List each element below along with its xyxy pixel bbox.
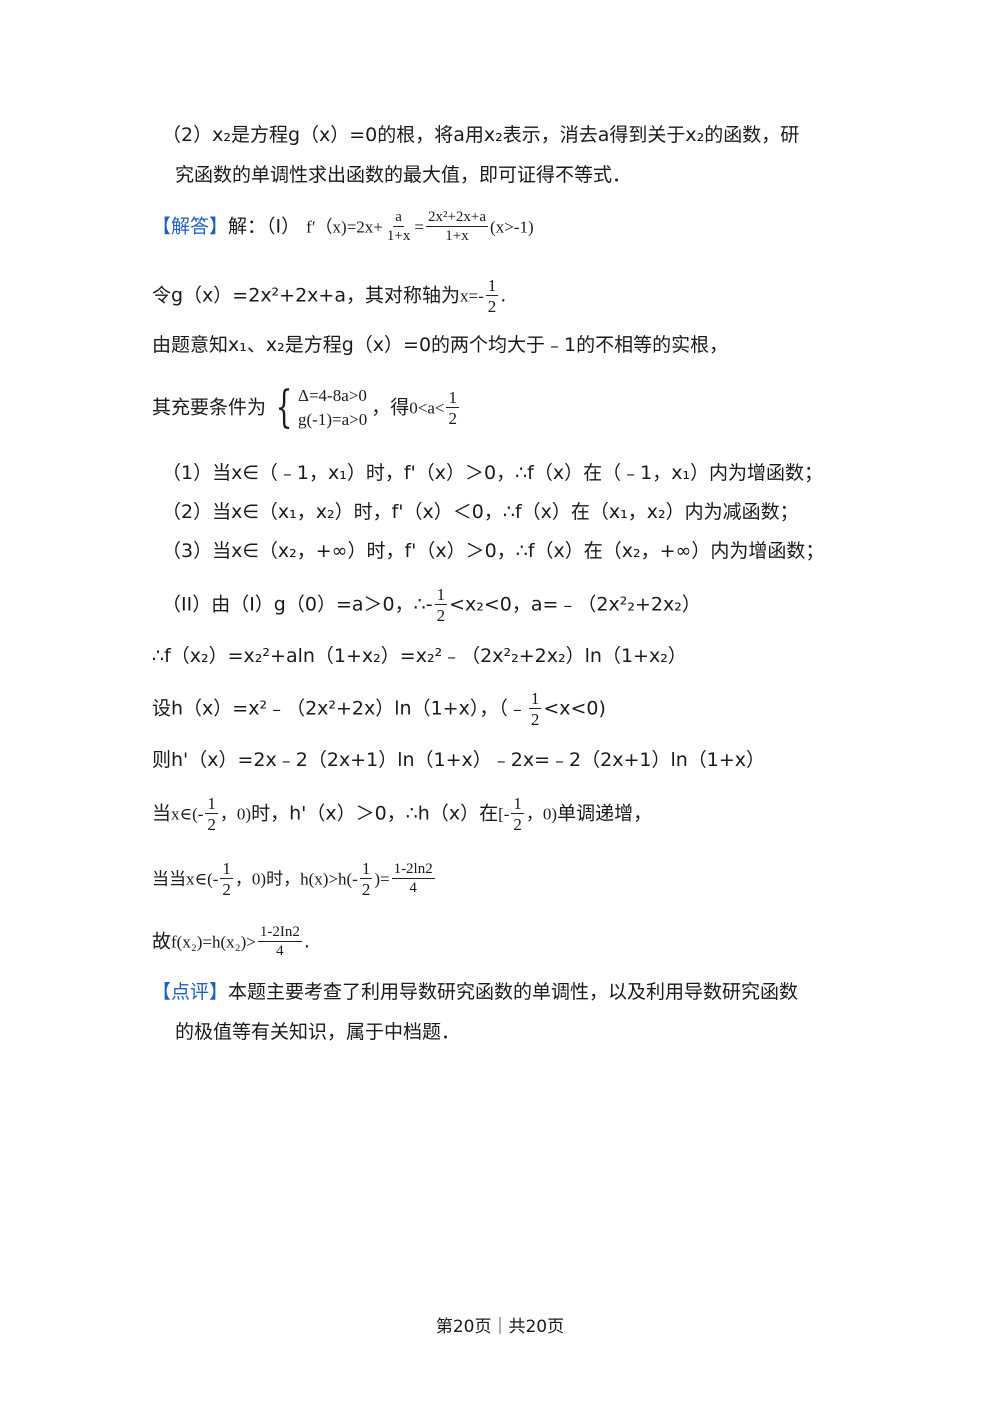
frac-num: 1 xyxy=(359,859,373,879)
period: . xyxy=(500,284,507,307)
minus: - xyxy=(425,593,433,616)
condition-2: g(-1)=a>0 xyxy=(298,410,368,429)
case-3: （3）当x∈（x₂，+∞）时，f'（x）＞0，∴f（x）在（x₂，+∞）内为增函… xyxy=(162,540,825,562)
roots-line: 由题意知x₁、x₂是方程g（x）=0的两个均大于﹣1的不相等的实根， xyxy=(152,334,729,356)
part-two-right: <x₂<0，a=﹣（2x²₂+2x₂） xyxy=(449,593,701,616)
text: 故 xyxy=(152,930,172,953)
get-text: ，得 xyxy=(371,396,410,419)
frac-den: 2 xyxy=(207,815,216,834)
frac-den: 2 xyxy=(448,409,457,428)
part-two-left: （II）由（I）g（0）=a＞0，∴ xyxy=(162,593,426,616)
analysis-line-2: 究函数的单调性求出函数的最大值，即可证得不等式． xyxy=(175,164,632,186)
domain: (x>-1) xyxy=(490,217,534,237)
frac-den: 2 xyxy=(487,297,497,316)
text: 当 xyxy=(152,869,169,889)
frac-den: 1+x xyxy=(445,228,469,244)
frac-num: 1 xyxy=(528,689,542,709)
case-2: （2）当x∈（x₁，x₂）时，f'（x）＜0，∴f（x）在（x₁，x₂）内为减函… xyxy=(162,501,799,523)
range-expr: 0<a< xyxy=(409,398,445,418)
condition-1: Δ=4-8a>0 xyxy=(298,386,367,405)
page-footer: 第20页｜共20页 xyxy=(435,1317,565,1337)
interval-start: 当x∈(- xyxy=(169,869,219,889)
frac-den: 1+x xyxy=(386,228,411,244)
review-tag: 【点评】 xyxy=(152,981,229,1003)
interval-start: x∈(- xyxy=(171,804,204,824)
h-define-right: <x<0) xyxy=(543,697,606,720)
axis-expr: x=- xyxy=(460,286,484,306)
text: 当 xyxy=(152,802,172,825)
frac-den: 4 xyxy=(409,880,417,896)
answer-lead: 解：（I） xyxy=(228,215,301,238)
frac-den: 2 xyxy=(361,880,371,899)
frac-den: 2 xyxy=(530,710,540,729)
frac-den: 2 xyxy=(222,880,231,899)
symmetry-text: 令g（x）=2x²+2x+a，其对称轴为 xyxy=(152,284,460,307)
condition-text: 其充要条件为 xyxy=(152,396,267,419)
h-define-left: 设h（x）=x²﹣（2x²+2x）ln（1+x），（﹣ xyxy=(152,697,527,720)
bound-eq: )= xyxy=(374,869,390,889)
frac-num: a xyxy=(393,209,404,227)
h-derivative-line: 则h'（x）=2x﹣2（2x+1）ln（1+x）﹣2x=﹣2（2x+1）ln（1… xyxy=(152,749,766,771)
frac-den: 2 xyxy=(513,815,522,834)
frac-num: 1 xyxy=(434,585,448,605)
case-1: （1）当x∈（﹣1，x₁）时，f'（x）＞0，∴f（x）在（﹣1，x₁）内为增函… xyxy=(162,462,824,484)
analysis-line-1: （2）x₂是方程g（x）=0的根，将a用x₂表示，消去a得到关于x₂的函数，研 xyxy=(162,124,800,146)
condition-system: { Δ=4-8a>0 g(-1)=a>0 xyxy=(270,382,368,433)
bound-mid: ，0)时，h(x)>h(- xyxy=(234,869,358,889)
frac-den: 4 xyxy=(276,943,284,959)
interval-end: ，0) xyxy=(525,804,558,824)
f-x2-line: ∴f（x₂）=x₂²+aln（1+x₂）=x₂²﹣（2x²₂+2x₂）ln（1+… xyxy=(152,645,687,667)
frac-num: 1 xyxy=(485,276,499,296)
f-prime-expr: f′（x)=2x+ xyxy=(306,217,383,237)
interval-start: [- xyxy=(498,804,510,824)
frac-num: 1-2ln2 xyxy=(391,861,435,879)
review-line-2: 的极值等有关知识，属于中档题． xyxy=(175,1021,461,1043)
frac-num: 1 xyxy=(220,859,233,879)
interval-end: ，0) xyxy=(219,804,252,824)
text: 单调递增， xyxy=(557,802,653,825)
text: 时，h'（x）＞0，∴h（x）在 xyxy=(251,802,499,825)
frac-num: 1 xyxy=(205,794,218,814)
left-brace-icon: { xyxy=(275,382,293,433)
frac-num: 2x²+2x+a xyxy=(425,209,489,227)
conclusion-expr: f(x₂)=h(x₂)> xyxy=(171,932,256,952)
frac-num: 1 xyxy=(511,794,524,814)
frac-num: 1 xyxy=(446,388,459,408)
frac-num: 1-2In2 xyxy=(257,924,302,942)
equals: = xyxy=(414,217,424,237)
review-line-1: 【点评】本题主要考查了利用导数研究函数的单调性，以及利用导数研究函数 xyxy=(152,978,798,1006)
period: . xyxy=(303,930,310,953)
review-text: 本题主要考查了利用导数研究函数的单调性，以及利用导数研究函数 xyxy=(228,981,799,1003)
answer-tag: 【解答】 xyxy=(152,215,229,238)
frac-den: 2 xyxy=(436,606,446,625)
